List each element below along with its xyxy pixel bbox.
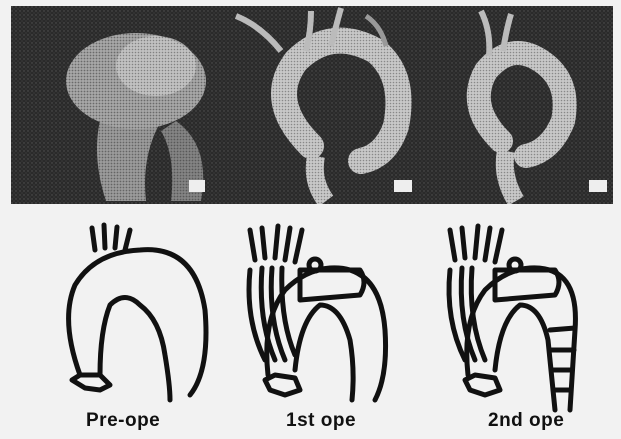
ct-second-op-marker-icon xyxy=(589,180,607,192)
aorta-schematic-second-op-icon xyxy=(449,226,575,410)
caption-second-op: 2nd ope xyxy=(488,410,564,432)
ct-images xyxy=(11,6,613,204)
caption-first-op: 1st ope xyxy=(286,410,356,432)
caption-pre-op: Pre-ope xyxy=(86,410,160,432)
aorta-schematic-preop-icon xyxy=(69,225,206,400)
aorta-schematics xyxy=(0,210,621,439)
ct-preop-marker-icon xyxy=(189,180,205,192)
schematic-drawings xyxy=(0,210,621,439)
aorta-schematic-first-op-icon xyxy=(249,226,386,400)
ct-first-op-marker-icon xyxy=(394,180,412,192)
ct-image-strip xyxy=(11,6,613,204)
